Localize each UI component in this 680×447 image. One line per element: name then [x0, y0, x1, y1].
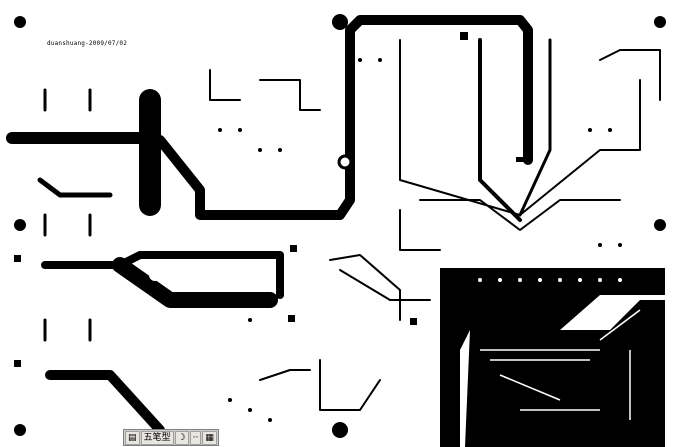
signal-trace — [399, 209, 441, 251]
signal-trace — [209, 69, 241, 101]
soft-keyboard-icon[interactable]: ▦ — [202, 430, 217, 445]
mounting-hole — [332, 422, 348, 438]
mounting-hole — [654, 219, 666, 231]
power-trace — [45, 370, 165, 435]
mounting-hole — [14, 424, 26, 436]
power-trace — [155, 15, 533, 220]
signal-trace — [599, 49, 661, 101]
power-trace — [41, 251, 284, 299]
mounting-hole — [654, 16, 666, 28]
punctuation-icon[interactable]: ·· — [189, 430, 202, 445]
ground-pour — [465, 300, 665, 447]
signal-trace — [518, 38, 552, 217]
signal-trace — [43, 88, 92, 342]
signal-trace — [339, 269, 431, 301]
mounting-hole — [149, 269, 161, 281]
ground-pour — [440, 268, 665, 447]
power-trace — [112, 257, 278, 308]
board-label: duanshuang-2009/07/02 — [47, 40, 128, 47]
signal-trace — [329, 254, 401, 321]
signal-trace — [478, 38, 522, 222]
signal-trace — [319, 359, 381, 411]
signal-trace — [259, 369, 311, 381]
mounting-hole — [337, 154, 353, 170]
half-width-moon-icon[interactable]: ☽ — [174, 430, 189, 445]
mounting-hole — [14, 219, 26, 231]
mounting-hole — [332, 14, 348, 30]
input-method-button[interactable]: 五笔型 — [140, 430, 174, 445]
ime-toolbar[interactable]: ▤ 五笔型 ☽ ·· ▦ — [123, 429, 219, 446]
signal-trace — [419, 199, 621, 231]
mounting-hole — [14, 16, 26, 28]
signal-trace — [399, 39, 641, 216]
color-grid-icon[interactable]: ▤ — [125, 430, 140, 445]
signal-trace — [259, 79, 321, 111]
power-trace — [37, 177, 113, 198]
